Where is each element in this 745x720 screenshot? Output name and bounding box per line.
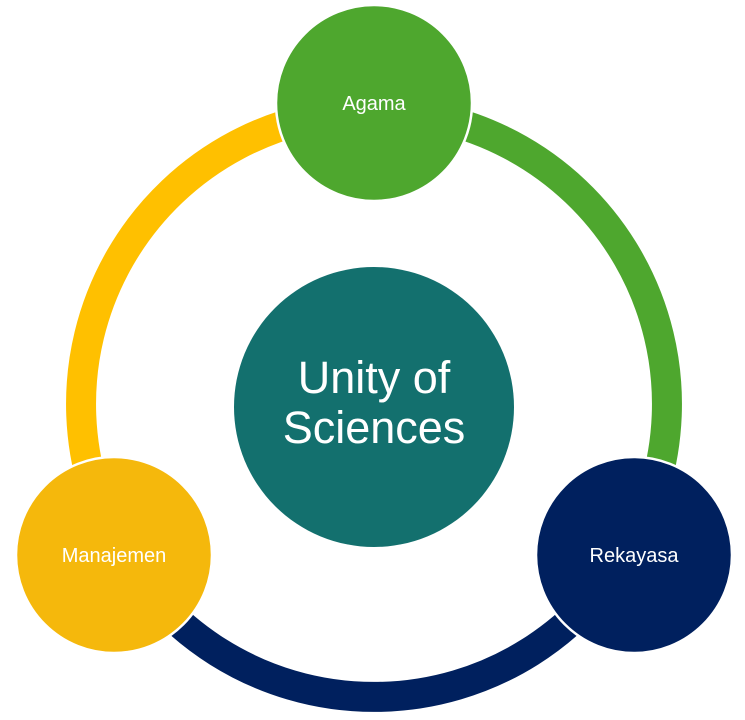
center-circle [234, 267, 514, 547]
center-label-line-1: Unity of [298, 352, 451, 403]
node-rekayasa: Rekayasa [534, 455, 734, 655]
center-node: Unity of Sciences [234, 267, 514, 547]
node-label-manajemen: Manajemen [62, 545, 167, 567]
center-label-line-2: Sciences [283, 402, 466, 453]
node-agama: Agama [274, 3, 474, 203]
node-circle-agama [274, 3, 474, 203]
node-label-agama: Agama [342, 93, 406, 115]
node-circle-manajemen [14, 455, 214, 655]
node-manajemen: Manajemen [14, 455, 214, 655]
node-circle-rekayasa [534, 455, 734, 655]
node-label-rekayasa: Rekayasa [590, 545, 680, 567]
